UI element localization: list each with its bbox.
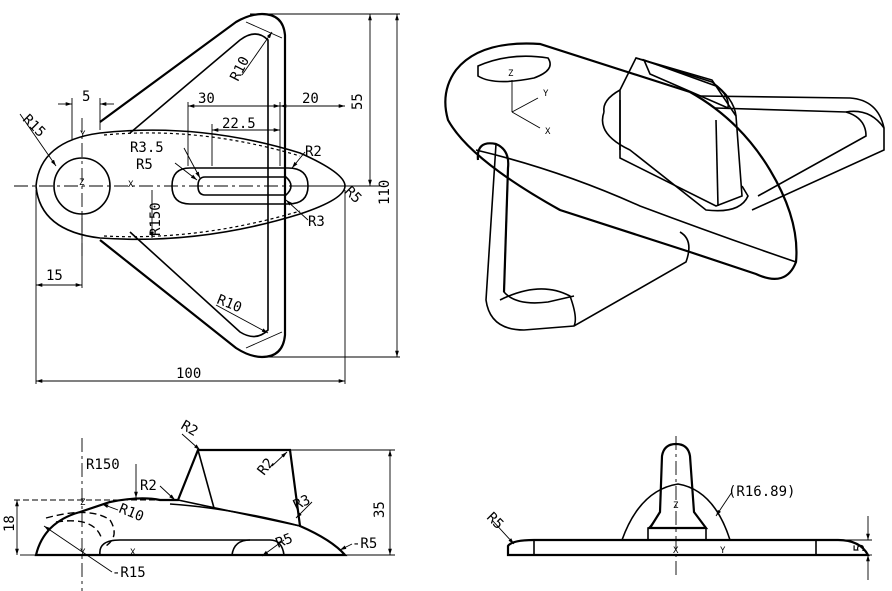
dim-20: 20	[302, 91, 319, 107]
svg-text:X: X	[673, 546, 679, 556]
dim-35: 35	[372, 501, 388, 518]
svg-text:X: X	[545, 127, 551, 137]
top-handle-outer	[99, 12, 287, 359]
dim-5: 5	[852, 544, 868, 552]
dim-r5-inner: R5	[274, 531, 296, 552]
svg-text:Y: Y	[720, 546, 726, 556]
dim-r2-left: R2	[140, 478, 157, 494]
dim-r16-89: (R16.89)	[728, 484, 795, 500]
dim-r2-right: R2	[255, 455, 278, 478]
dim-r3: R3	[291, 492, 313, 514]
top-view: Y Z X 100 15 110 55 5 30 20 22.5	[14, 12, 400, 384]
dim-r10: R10	[117, 501, 146, 525]
dim-100: 100	[176, 366, 201, 382]
dim-r5-tip: -R5	[352, 536, 377, 552]
top-base-outline	[35, 129, 346, 241]
iso-view: Z Y X	[444, 42, 885, 331]
svg-text:Z: Z	[80, 498, 86, 508]
side-view: Z X Y (R16.89) R5 5	[483, 436, 872, 580]
svg-text:Y: Y	[543, 89, 549, 99]
dim-r3: R3	[308, 214, 325, 230]
dim-110: 110	[377, 180, 393, 205]
dim-r15: R15	[19, 112, 48, 141]
side-axes: Z X Y	[673, 501, 726, 556]
dim-15: 15	[46, 268, 63, 284]
dim-r15: -R15	[112, 565, 146, 581]
dim-r2: R2	[305, 144, 322, 160]
top-fin-inner	[197, 176, 292, 196]
dim-r2-top: R2	[178, 418, 201, 440]
dim-r3-5: R3.5	[130, 140, 164, 156]
svg-text:X: X	[128, 180, 134, 190]
dim-30: 30	[198, 91, 215, 107]
front-view: Z Y X 18 35 R2 R2 R150 R2 R10 -R15 R5 R3…	[2, 418, 395, 591]
dim-5: 5	[82, 89, 90, 105]
svg-text:Z: Z	[79, 178, 85, 188]
svg-text:Y: Y	[80, 548, 86, 558]
svg-text:Z: Z	[508, 69, 514, 79]
dim-55: 55	[350, 93, 366, 110]
side-base-outline	[506, 538, 870, 557]
svg-text:Y: Y	[80, 130, 86, 140]
dim-r150: R150	[86, 457, 120, 473]
top-handle-inner	[129, 33, 269, 338]
dim-r10-top: R10	[227, 54, 253, 84]
dim-r5: R5	[483, 510, 506, 533]
front-axes: Z Y X	[80, 498, 136, 558]
top-axes: Y Z X	[79, 130, 134, 190]
dim-18: 18	[2, 515, 18, 532]
dim-r5: R5	[136, 157, 153, 173]
svg-text:X: X	[130, 548, 136, 558]
side-fin-outline	[648, 442, 709, 530]
iso-axes: Z Y X	[508, 69, 551, 137]
dim-r150: R150	[148, 202, 164, 236]
dim-22-5: 22.5	[222, 116, 256, 132]
svg-text:Z: Z	[673, 501, 679, 511]
